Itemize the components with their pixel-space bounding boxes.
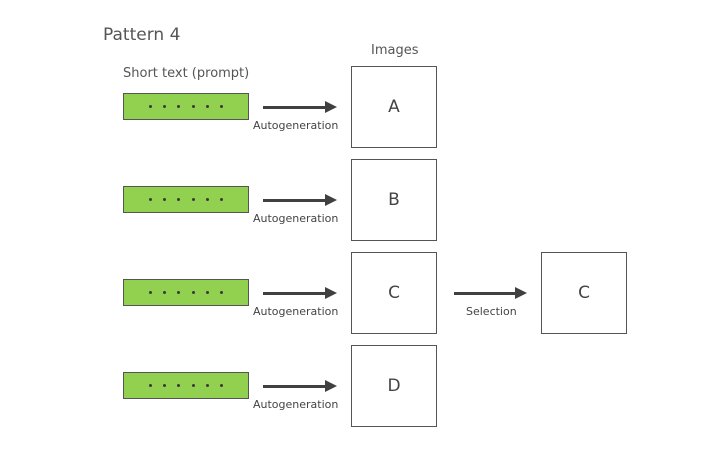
- autogeneration-label: Autogeneration: [253, 212, 339, 225]
- prompt-bar: [123, 186, 249, 213]
- image-box-d: D: [351, 345, 437, 427]
- autogeneration-arrow: [263, 380, 337, 392]
- dot: [191, 291, 195, 294]
- dot: [163, 198, 167, 201]
- dot: [177, 198, 181, 201]
- selection-arrow: [454, 287, 527, 299]
- dot: [219, 198, 223, 201]
- prompt-column-header: Short text (prompt): [123, 66, 250, 81]
- dot: [149, 198, 153, 201]
- dot: [163, 291, 167, 294]
- dot: [219, 291, 223, 294]
- image-box-c: C: [351, 252, 437, 334]
- diagram-title: Pattern 4: [103, 25, 181, 45]
- image-box-b: B: [351, 159, 437, 241]
- dot: [205, 198, 209, 201]
- dot: [191, 198, 195, 201]
- prompt-bar: [123, 372, 249, 399]
- dot: [205, 291, 209, 294]
- dot: [219, 105, 223, 108]
- autogeneration-label: Autogeneration: [253, 305, 339, 318]
- prompt-bar: [123, 279, 249, 306]
- dot: [191, 105, 195, 108]
- dot: [163, 384, 167, 387]
- dot: [163, 105, 167, 108]
- selected-image-box: C: [541, 252, 627, 334]
- dot: [205, 384, 209, 387]
- dot: [149, 291, 153, 294]
- dot: [219, 384, 223, 387]
- autogeneration-label: Autogeneration: [253, 398, 339, 411]
- autogeneration-arrow: [263, 101, 337, 113]
- autogeneration-arrow: [263, 287, 337, 299]
- image-box-a: A: [351, 66, 437, 148]
- dot: [205, 105, 209, 108]
- selection-label: Selection: [466, 305, 517, 318]
- dot: [177, 291, 181, 294]
- dot: [191, 384, 195, 387]
- dot: [149, 105, 153, 108]
- dot: [149, 384, 153, 387]
- dot: [177, 105, 181, 108]
- images-column-header: Images: [371, 43, 419, 58]
- dot: [177, 384, 181, 387]
- autogeneration-label: Autogeneration: [253, 119, 339, 132]
- prompt-bar: [123, 93, 249, 120]
- autogeneration-arrow: [263, 194, 337, 206]
